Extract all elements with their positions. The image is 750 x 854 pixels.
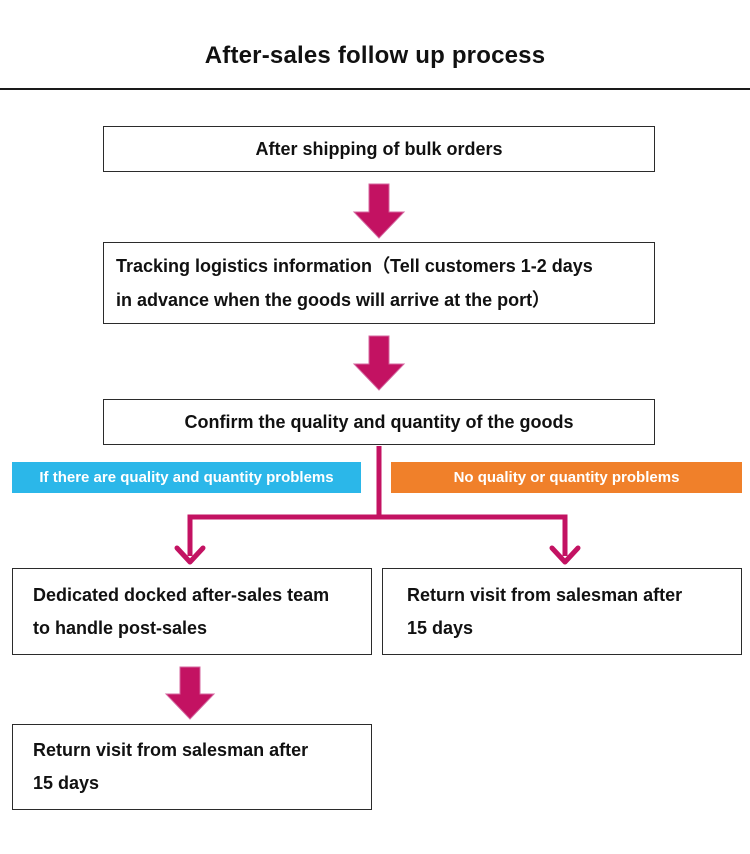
flow-box-after-sales-team-line2: to handle post-sales [33, 617, 208, 638]
flow-box-return-visit-bottom-line2: 15 days [33, 773, 100, 793]
flow-box-after-sales-team-line1: Dedicated docked after-sales team [33, 584, 330, 605]
branch-label-no-problems: No quality or quantity problems [391, 462, 742, 493]
flow-box-after-shipping: After shipping of bulk orders [103, 126, 655, 172]
flow-box-tracking-logistics-line2: in advance when the goods will arrive at… [116, 290, 551, 310]
flow-box-after-sales-team: Dedicated docked after-sales team to han… [12, 568, 372, 655]
page-title: After-sales follow up process [204, 42, 546, 69]
down-arrow-icon-step2-step3 [352, 335, 406, 391]
branch-label-no-problems-text: No quality or quantity problems [453, 469, 680, 486]
flow-box-confirm-quality-text: Confirm the quality and quantity of the … [184, 411, 574, 432]
down-arrow-icon-team-followup [164, 666, 216, 720]
flow-box-after-shipping-text: After shipping of bulk orders [255, 138, 503, 159]
flow-box-return-visit-right-line2: 15 days [407, 617, 474, 638]
flow-box-return-visit-right-line1: Return visit from salesman after [407, 584, 683, 605]
flow-box-return-visit-right: Return visit from salesman after 15 days [382, 568, 742, 655]
flow-box-return-visit-bottom-line1: Return visit from salesman after [33, 740, 309, 760]
flow-box-confirm-quality: Confirm the quality and quantity of the … [103, 399, 655, 445]
flow-box-tracking-logistics-line1: Tracking logistics information（Tell cust… [116, 256, 593, 276]
title-divider [0, 88, 750, 90]
down-arrow-icon-step1-step2 [352, 183, 406, 239]
branch-label-problems: If there are quality and quantity proble… [12, 462, 361, 493]
flow-box-return-visit-bottom: Return visit from salesman after 15 days [12, 724, 372, 810]
down-arrowhead-icon-left-branch [174, 545, 206, 565]
down-arrowhead-icon-right-branch [549, 545, 581, 565]
branch-label-problems-text: If there are quality and quantity proble… [39, 469, 334, 486]
flow-box-tracking-logistics: Tracking logistics information（Tell cust… [103, 242, 655, 324]
